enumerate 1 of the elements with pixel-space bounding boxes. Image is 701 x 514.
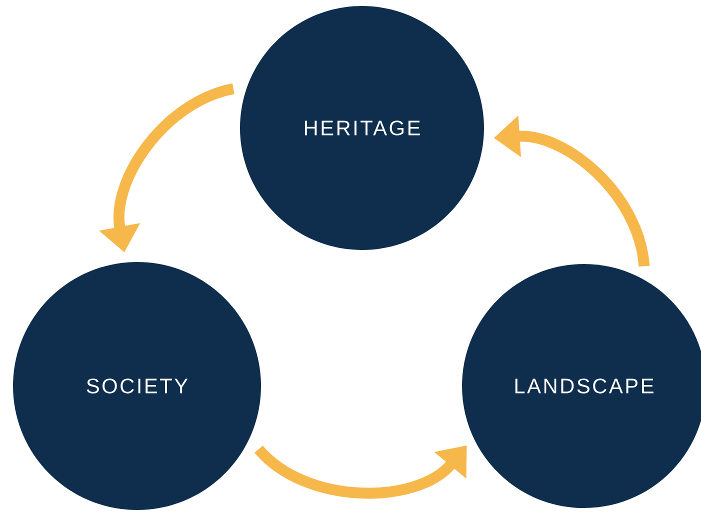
arrow (254, 445, 467, 499)
